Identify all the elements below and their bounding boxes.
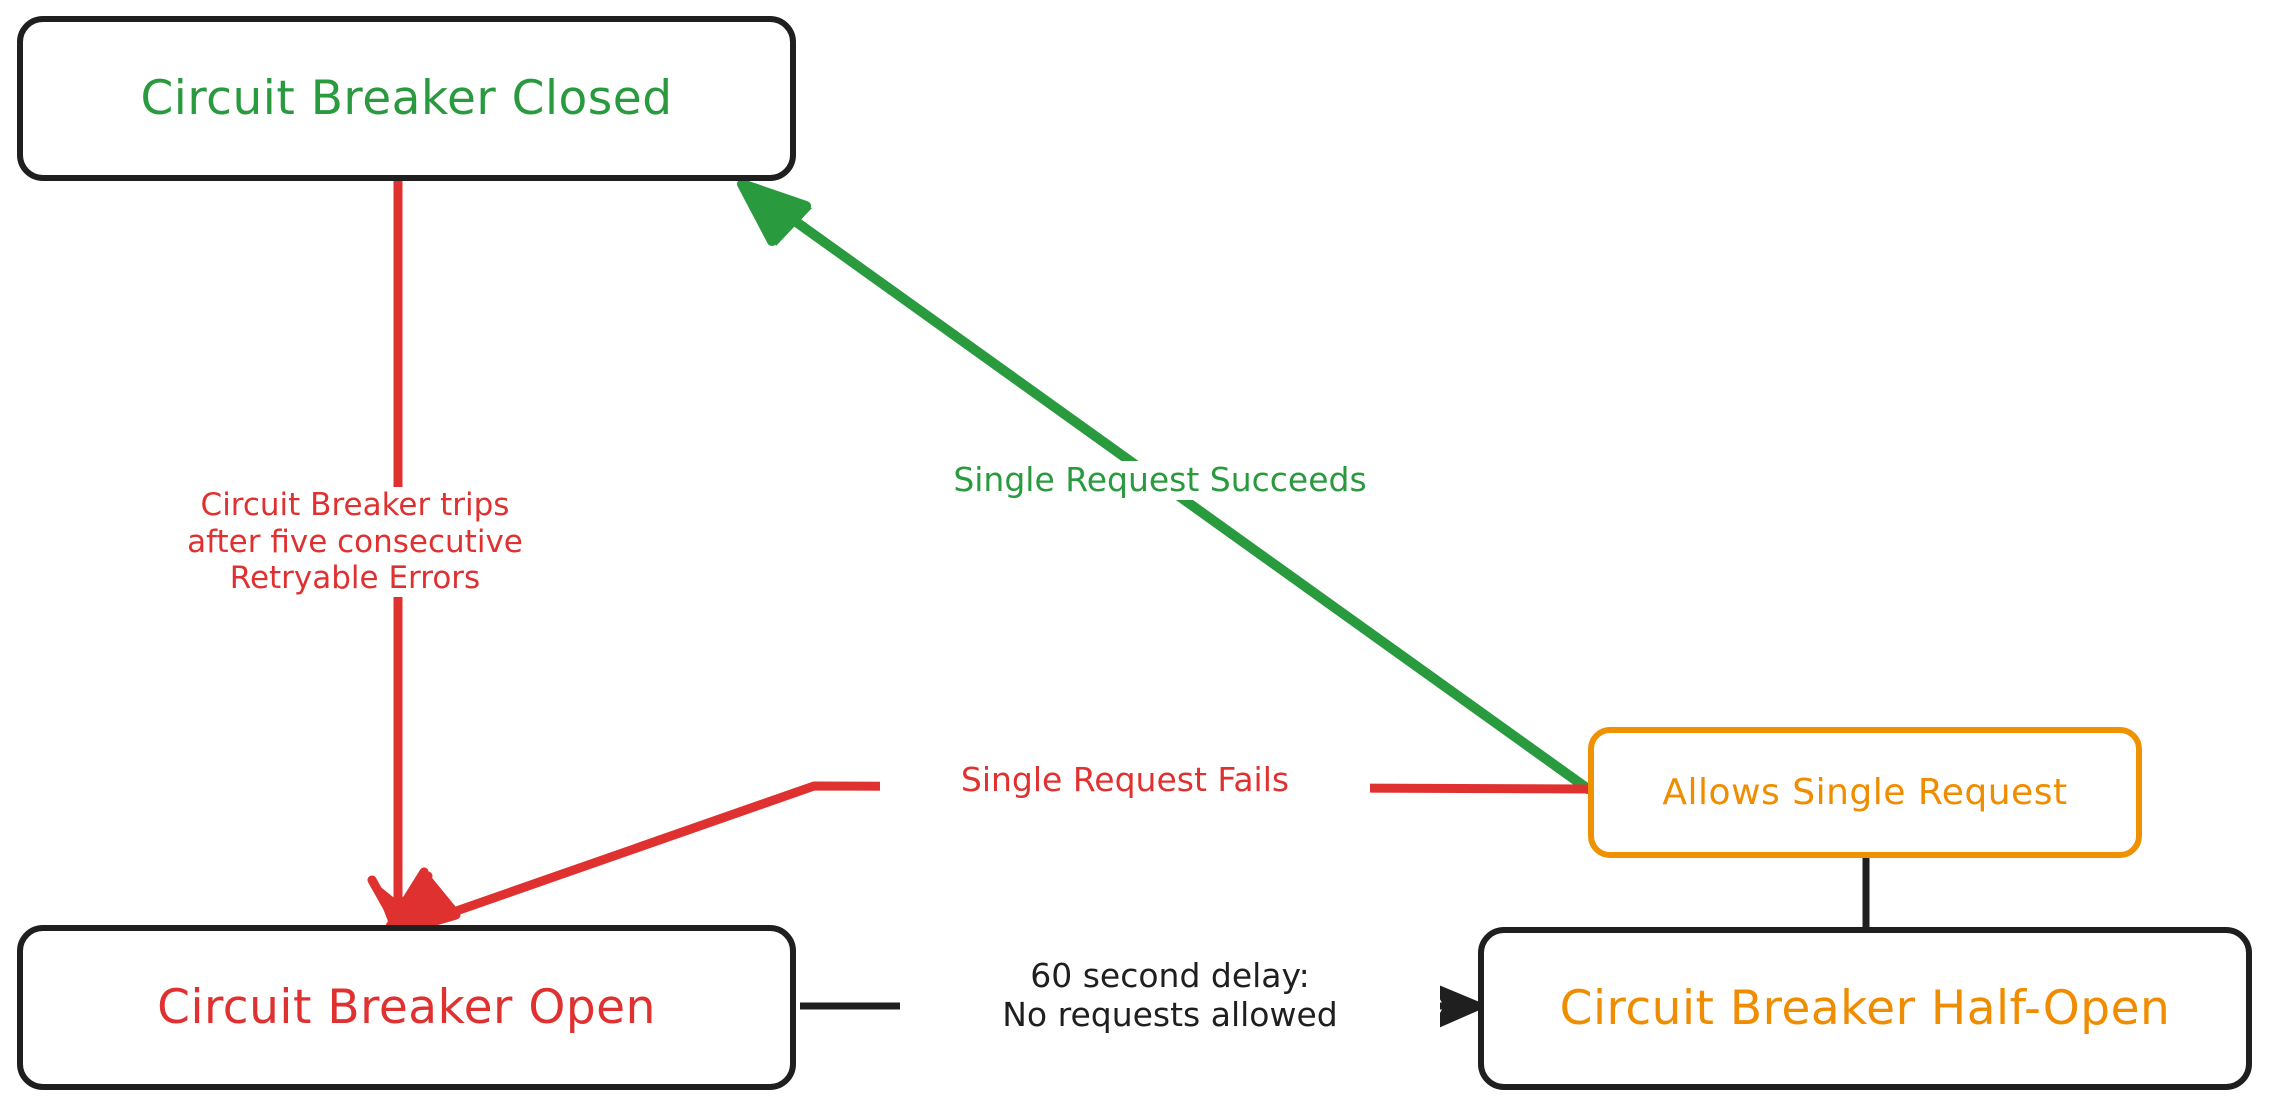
edge-open-to-half-open — [800, 982, 1484, 1031]
node-allows-single-request-label: Allows Single Request — [1662, 772, 2068, 813]
edge-closed-to-open — [367, 181, 433, 947]
edge-allows-to-closed — [737, 179, 1593, 794]
node-open-label: Circuit Breaker Open — [157, 980, 656, 1035]
node-circuit-breaker-half-open[interactable]: Circuit Breaker Half-Open — [1478, 927, 2252, 1090]
node-closed-label: Circuit Breaker Closed — [140, 71, 673, 126]
node-allows-single-request[interactable]: Allows Single Request — [1588, 727, 2142, 858]
edge-allows-to-open — [379, 781, 1593, 941]
node-half-open-label: Circuit Breaker Half-Open — [1559, 981, 2171, 1036]
node-circuit-breaker-closed[interactable]: Circuit Breaker Closed — [17, 16, 796, 181]
node-circuit-breaker-open[interactable]: Circuit Breaker Open — [17, 925, 796, 1090]
